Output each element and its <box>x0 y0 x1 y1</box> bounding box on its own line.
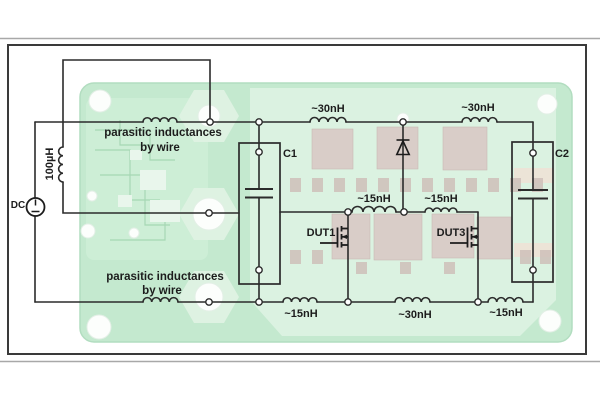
mosfet-dut3 <box>450 226 478 248</box>
inductor-top-30nH-1 <box>309 116 347 123</box>
dc-source <box>25 197 46 217</box>
l-top-30nH-2: ~30nH <box>461 102 494 114</box>
pcb-traces <box>95 120 175 241</box>
inductor-mid-15nH-2 <box>424 207 458 213</box>
l-bot-15nH-1: ~15nH <box>284 308 317 320</box>
diode <box>395 139 411 156</box>
photo-border <box>0 37 600 363</box>
note-bottom-line1: parasitic inductances <box>106 271 224 283</box>
dut3-label: DUT3 <box>437 227 466 239</box>
inductor-mid-15nH-1 <box>351 205 397 213</box>
c1-label: C1 <box>283 148 297 160</box>
l-mid-15nH-1: ~15nH <box>357 193 390 205</box>
power-pads <box>311 126 512 261</box>
inductor-wire-top <box>142 116 178 123</box>
driver-pads <box>118 150 180 222</box>
note-bottom-line2: by wire <box>142 285 182 297</box>
note-top-line2: by wire <box>140 142 180 154</box>
inductor-bot-15nH-2 <box>487 296 524 303</box>
nodes <box>205 118 537 306</box>
diode-triangle <box>395 139 411 156</box>
pad-row-lower <box>290 250 551 274</box>
inductor-choke-100uH <box>57 146 64 183</box>
cap-c2 <box>511 141 554 283</box>
wire-choke-out <box>62 181 240 214</box>
pad-row-upper <box>290 178 543 192</box>
cap-c1 <box>238 142 281 285</box>
note-top-line1: parasitic inductances <box>104 127 222 139</box>
schematic-frame <box>7 44 587 355</box>
l-bot-15nH-2: ~15nH <box>489 307 522 319</box>
inductor-top-30nH-2 <box>461 116 498 123</box>
wire-loop-top <box>62 59 211 148</box>
body-arrow <box>341 234 347 239</box>
inductor-bot-15nH-1 <box>282 296 318 303</box>
dc-label: DC <box>11 200 25 211</box>
choke-label: 100µH <box>44 148 56 181</box>
mosfet-dut1 <box>320 226 348 248</box>
l-mid-15nH-2: ~15nH <box>424 193 457 205</box>
l-top-30nH-1: ~30nH <box>311 103 344 115</box>
l-bot-30nH: ~30nH <box>398 309 431 321</box>
body-arrow <box>471 234 477 239</box>
wires <box>34 59 534 303</box>
inductor-wire-bottom <box>142 296 179 303</box>
c2-label: C2 <box>555 148 569 160</box>
inductor-bot-30nH <box>394 296 431 303</box>
dut1-label: DUT1 <box>307 227 336 239</box>
